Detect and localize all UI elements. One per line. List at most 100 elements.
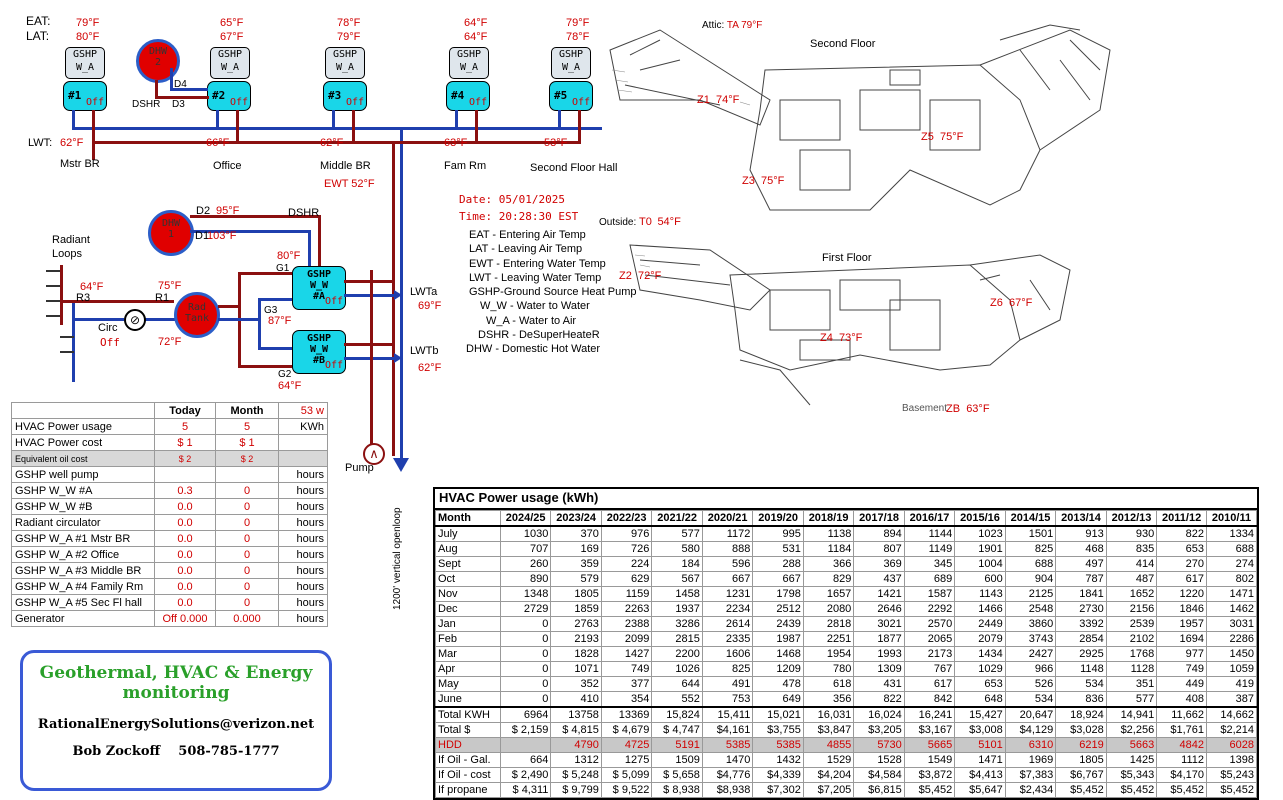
table-cell: $4,584 xyxy=(853,767,905,783)
table-cell: 749 xyxy=(1156,661,1208,677)
table-cell: 667 xyxy=(701,571,754,587)
table-cell: 1159 xyxy=(600,586,653,602)
table-cell: 16,024 xyxy=(853,706,905,723)
table-cell: $3,167 xyxy=(903,722,956,738)
table-cell: 888 xyxy=(701,541,754,557)
table-cell: 1143 xyxy=(954,586,1006,602)
table-cell: 0 xyxy=(499,661,552,677)
table-cell: 1309 xyxy=(853,661,905,677)
table-cell: 2729 xyxy=(499,601,552,617)
table-cell: 842 xyxy=(903,691,956,708)
table-cell: 345 xyxy=(903,556,956,572)
table-cell: 1425 xyxy=(1105,752,1158,768)
table-cell: 366 xyxy=(802,556,855,572)
table-cell: 1026 xyxy=(651,661,703,677)
table-cell: 2925 xyxy=(1055,646,1107,662)
table-cell: 689 xyxy=(903,571,956,587)
table-cell: $ 8,938 xyxy=(651,782,703,798)
table-cell: 11,662 xyxy=(1156,706,1208,723)
r1-label: R1 xyxy=(155,292,170,304)
eat-legend: EAT: xyxy=(26,14,51,28)
table-cell: $3,205 xyxy=(853,722,905,738)
usage-table-header: Today Month 53 w xyxy=(11,402,328,419)
table-cell: 1112 xyxy=(1156,752,1208,768)
table-cell: 787 xyxy=(1055,571,1107,587)
table-cell: 354 xyxy=(600,691,653,708)
table-cell: $5,452 xyxy=(1156,782,1208,798)
circulator-icon[interactable]: ⊘ xyxy=(124,309,146,331)
table-cell: $ 2,490 xyxy=(499,767,552,783)
table-cell: 260 xyxy=(499,556,552,572)
pump-label: Pump xyxy=(345,462,374,474)
table-cell: 2234 xyxy=(701,601,754,617)
contact-email[interactable]: RationalEnergySolutions@verizon.net xyxy=(37,717,315,732)
table-cell: 1458 xyxy=(651,586,703,602)
table-cell: 1954 xyxy=(802,646,855,662)
lwt-legend: LWT: xyxy=(28,137,53,149)
table-cell: 414 xyxy=(1105,556,1158,572)
table-cell: 1841 xyxy=(1055,586,1107,602)
table-cell: 4725 xyxy=(600,737,653,753)
g1-temp: 80°F xyxy=(277,250,301,262)
table-cell: 649 xyxy=(752,691,804,708)
table-cell: 1468 xyxy=(752,646,804,662)
table-cell: Oct xyxy=(435,571,501,587)
table-cell: 617 xyxy=(1156,571,1208,587)
zone-z3: Z3 75°F xyxy=(742,175,785,187)
column-header: 2013/14 xyxy=(1055,510,1107,527)
totals-row: If propane$ 4,311$ 9,799$ 9,522$ 8,938$8… xyxy=(435,782,1257,798)
table-cell: 1828 xyxy=(550,646,602,662)
table-cell: 270 xyxy=(1156,556,1208,572)
table-cell: 2388 xyxy=(600,616,653,632)
logo-subtitle: monitoring xyxy=(122,683,230,703)
table-cell: 1275 xyxy=(600,752,653,768)
table-cell: $3,872 xyxy=(903,767,956,783)
table-cell: 767 xyxy=(903,661,956,677)
table-cell: $4,413 xyxy=(954,767,1006,783)
table-cell: 2427 xyxy=(1004,646,1057,662)
table-cell: 18,924 xyxy=(1055,706,1107,723)
table-cell: 596 xyxy=(701,556,754,572)
zone2-eat: 65°F xyxy=(220,17,244,29)
table-cell: 1768 xyxy=(1105,646,1158,662)
table-cell: 497 xyxy=(1055,556,1107,572)
arrow-b-icon xyxy=(394,353,402,363)
loops-label: Loops xyxy=(52,248,82,260)
first-floor-plan xyxy=(629,244,1071,406)
table-cell: 2286 xyxy=(1206,631,1257,647)
table-cell: July xyxy=(435,525,501,542)
table-cell: 468 xyxy=(1055,541,1107,557)
table-cell: 2818 xyxy=(802,616,855,632)
column-header: 2016/17 xyxy=(903,510,956,527)
pump-icon[interactable]: ∧ xyxy=(363,443,385,465)
table-cell: 825 xyxy=(701,661,754,677)
table-cell: 15,021 xyxy=(752,706,804,723)
table-cell: $7,205 xyxy=(802,782,855,798)
table-cell: 1209 xyxy=(752,661,804,677)
table-cell: 478 xyxy=(752,676,804,692)
table-cell: 1937 xyxy=(651,601,703,617)
table-cell: 3286 xyxy=(651,616,703,632)
table-cell: 1694 xyxy=(1156,631,1208,647)
table-cell: 534 xyxy=(1004,691,1057,708)
